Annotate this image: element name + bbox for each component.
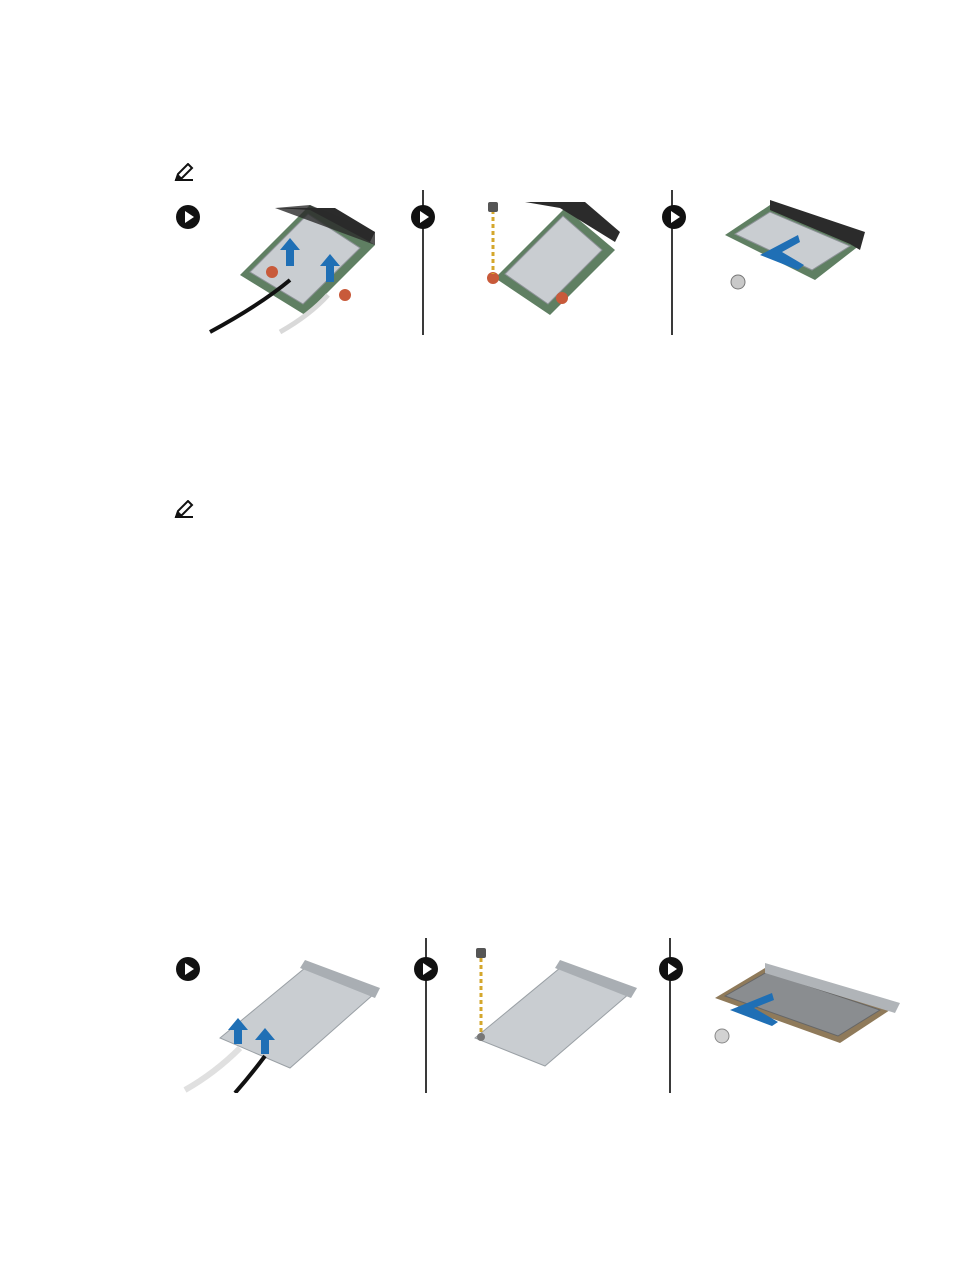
- play-step-icon: [413, 956, 439, 982]
- illustration-slide-card-out: [710, 938, 905, 1093]
- play-step-icon: [175, 204, 201, 230]
- figure-full-card-removal: [170, 938, 910, 1093]
- figure-half-mini-card-removal: [170, 190, 910, 335]
- pencil-note-icon: [174, 500, 194, 518]
- play-step-icon: [410, 204, 436, 230]
- play-step-icon: [658, 956, 684, 982]
- pencil-note-icon: [174, 163, 194, 181]
- illustration-remove-screw: [465, 938, 645, 1093]
- play-step-icon: [661, 204, 687, 230]
- illustration-disconnect-antenna-cables: [200, 190, 390, 335]
- illustration-remove-screw: [480, 190, 640, 335]
- illustration-slide-card-out: [720, 190, 900, 335]
- illustration-disconnect-antenna-cables: [180, 938, 380, 1093]
